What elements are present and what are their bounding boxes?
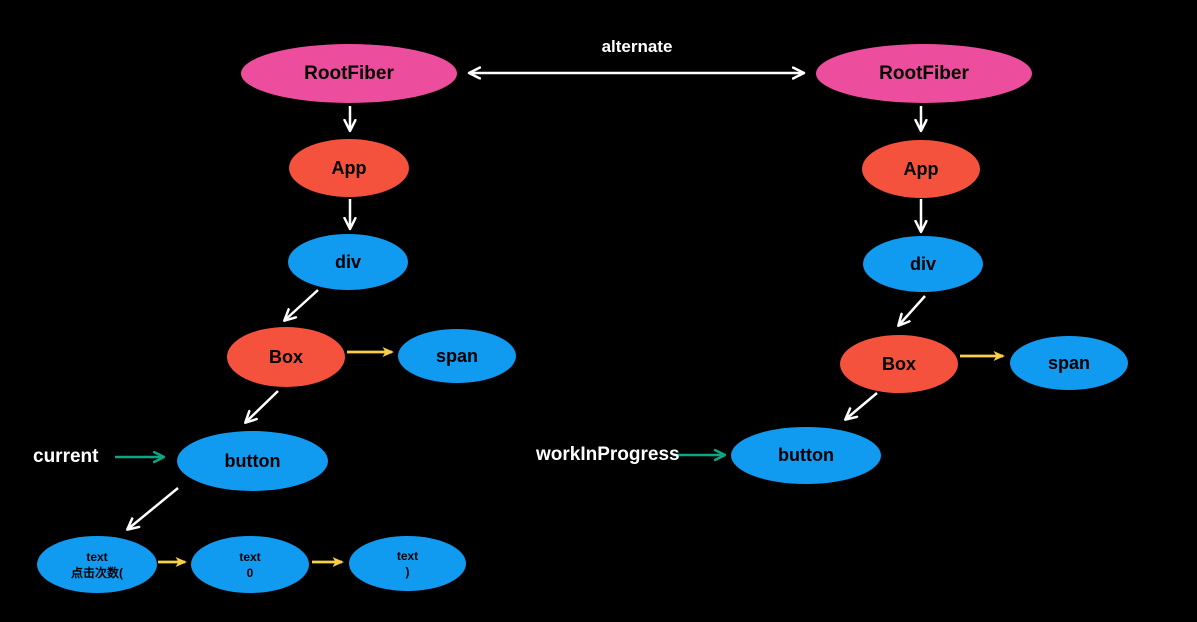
node-current-text3: text ) (349, 536, 466, 591)
node-current-text2: text 0 (191, 536, 309, 593)
node-value: 点击次数( (71, 565, 123, 580)
node-label: Box (881, 353, 916, 374)
node-label: text (239, 549, 261, 564)
edge-wip-div-box (899, 295, 926, 325)
node-wip-button: button (731, 427, 881, 484)
alternate-label: alternate (601, 37, 673, 56)
node-wip-box: Box (840, 335, 958, 393)
node-value: 0 (246, 565, 254, 580)
current-pointer-label: current (33, 446, 99, 467)
node-label: text (86, 549, 108, 564)
node-current-text1: text 点击次数( (37, 536, 157, 593)
node-label: RootFiber (879, 62, 969, 84)
edge-current-button-text (128, 487, 179, 529)
edge-wip-box-button (846, 392, 878, 419)
node-current-span: span (398, 329, 516, 383)
node-current-button: button (177, 431, 328, 491)
node-current-box: Box (227, 327, 345, 387)
wip-pointer-label: workInProgress (536, 444, 680, 465)
node-wip-div: div (863, 236, 983, 292)
node-label: button (224, 450, 281, 471)
node-value: ) (405, 564, 410, 579)
node-label: div (334, 251, 361, 272)
node-wip-app: App (862, 140, 980, 198)
node-label: div (909, 253, 936, 274)
node-label: text (396, 548, 419, 563)
node-current-app: App (289, 139, 409, 197)
node-label: App (903, 158, 939, 179)
node-wip-rootfiber: RootFiber (816, 44, 1032, 103)
node-label: RootFiber (304, 62, 394, 84)
node-label: span (1047, 352, 1090, 373)
node-label: span (435, 345, 478, 366)
node-label: button (778, 445, 834, 465)
edge-current-div-box (285, 289, 319, 320)
node-label: Box (268, 346, 303, 367)
node-label: App (331, 157, 367, 178)
node-wip-span: span (1010, 336, 1128, 390)
edge-current-box-button (246, 390, 279, 422)
node-current-rootfiber: RootFiber (241, 44, 457, 103)
node-current-div: div (288, 234, 408, 290)
